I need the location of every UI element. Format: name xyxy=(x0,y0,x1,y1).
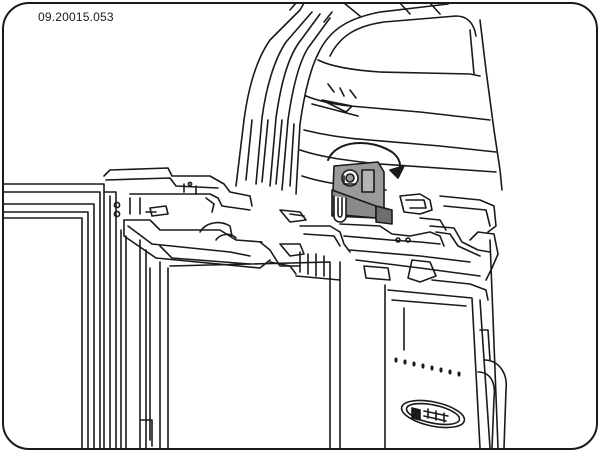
figure-code: 09.20015.053 xyxy=(38,10,114,24)
latch-clip-highlight xyxy=(331,161,393,225)
rail-assembly xyxy=(103,167,499,301)
upper-housing xyxy=(235,2,503,195)
window-sash xyxy=(3,183,153,449)
vent-dots xyxy=(394,357,461,377)
rotate-arrow-icon xyxy=(327,142,405,179)
side-hook xyxy=(477,329,508,449)
logo-badge-icon xyxy=(400,399,466,429)
